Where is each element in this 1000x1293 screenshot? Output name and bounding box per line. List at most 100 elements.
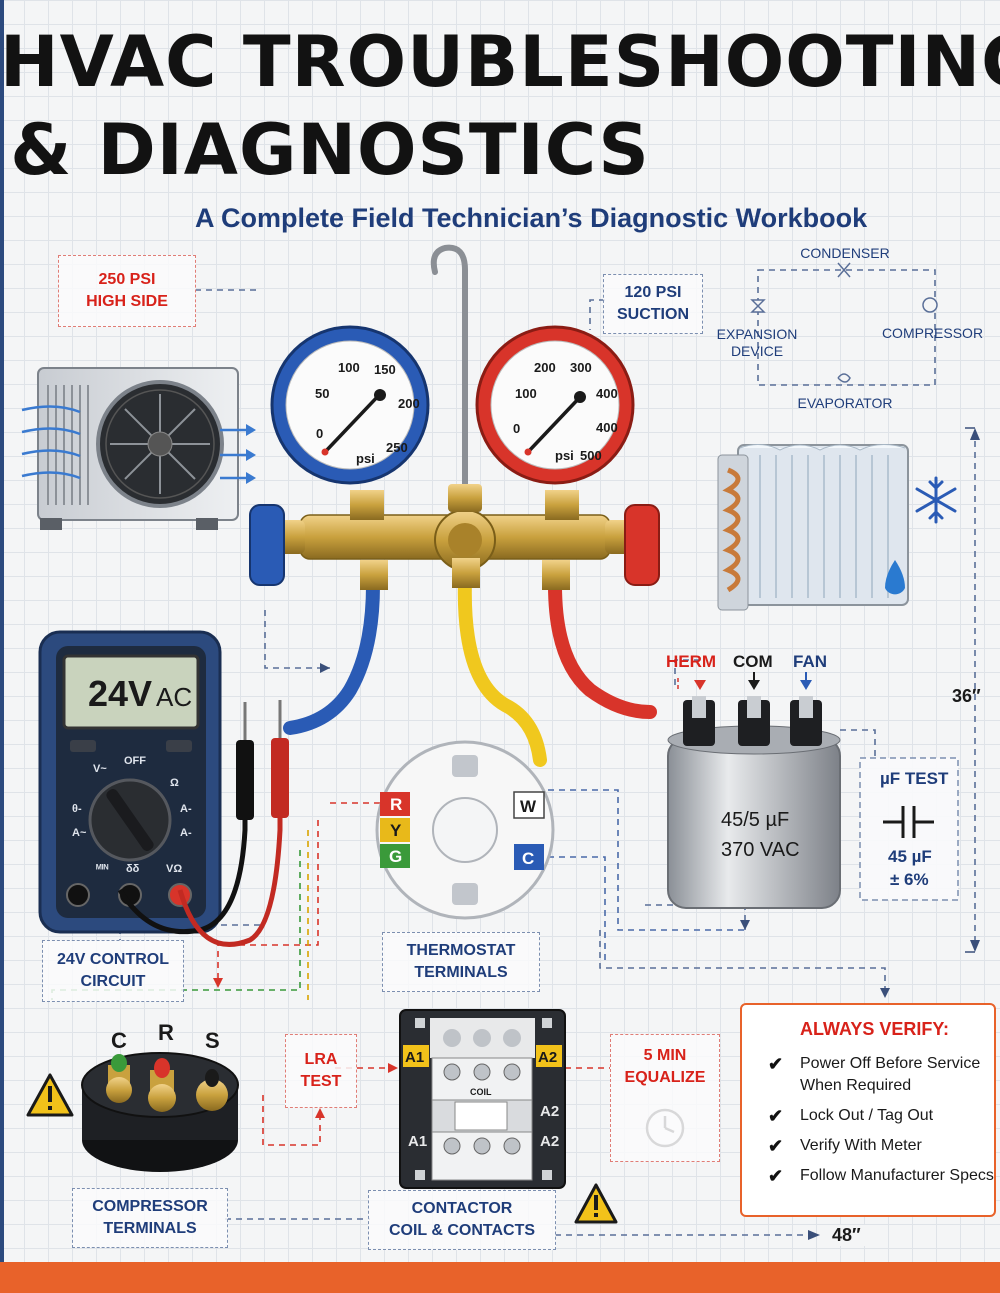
thermostat-callout: THERMOSTAT TERMINALS xyxy=(382,932,540,992)
contactor-labels: A1 A2 COIL A2 A2 A1 xyxy=(405,1049,559,1150)
check-icon: ✔ xyxy=(768,1166,784,1186)
width-dimension: 48″ xyxy=(828,1225,865,1246)
dial-label: OFF xyxy=(124,755,146,767)
capacitor-terminal-herm: HERM xyxy=(666,652,716,671)
low-gauge-tick: 0 xyxy=(316,426,323,441)
suction-line-1: 120 PSI xyxy=(624,284,682,301)
low-gauge-tick: 250 xyxy=(386,440,408,455)
contactor-line-2: COIL & CONTACTS xyxy=(388,1222,536,1239)
uf-test-value: 45 µF xyxy=(888,847,932,866)
cycle-expansion-device-label: EXPANSION DEVICE xyxy=(712,324,802,362)
check-icon: ✔ xyxy=(768,1106,784,1126)
compressor-terminal-c: C xyxy=(111,1028,127,1053)
lra-test-callout: LRA TEST xyxy=(285,1034,357,1108)
thermostat-line-1: THERMOSTAT xyxy=(406,942,516,959)
control-circuit-callout: 24V CONTROL CIRCUIT xyxy=(42,940,184,1002)
low-gauge-tick: 50 xyxy=(315,386,329,401)
dial-label: A- xyxy=(180,803,192,815)
contactor xyxy=(399,1009,566,1189)
evaporator-coil xyxy=(717,444,957,611)
high-gauge-tick: 300 xyxy=(570,360,592,375)
height-dimension: 36″ xyxy=(952,686,981,706)
high-gauge-tick: 400 xyxy=(596,386,618,401)
uf-test-box xyxy=(859,757,959,901)
bottom-accent-bar xyxy=(0,1262,1000,1293)
dial-label: VΩ xyxy=(166,863,182,875)
high-gauge-tick: 200 xyxy=(534,360,556,375)
contactor-a1: A1 xyxy=(405,1049,424,1066)
terminal-r: R xyxy=(390,795,402,814)
suction-callout: 120 PSI SUCTION xyxy=(603,274,703,334)
run-capacitor xyxy=(667,672,841,909)
high-side-line-1: 250 PSI xyxy=(98,271,156,288)
verify-item-text: Lock Out / Tag Out xyxy=(800,1107,934,1124)
high-side-callout: 250 PSI HIGH SIDE xyxy=(58,255,196,327)
equalize-line-2: EQUALIZE xyxy=(624,1069,706,1086)
warning-icon xyxy=(26,1073,74,1117)
capacitor-symbol-icon xyxy=(883,806,934,838)
contactor-line-1: CONTACTOR xyxy=(411,1200,513,1217)
refrigeration-cycle xyxy=(750,262,938,383)
contactor-a2: A2 xyxy=(538,1049,557,1066)
capacitor-terminal-com: COM xyxy=(733,652,773,671)
gauge-scales: 0 50 100 150 200 250 psi 0 100 200 300 4… xyxy=(315,360,618,466)
terminal-g: G xyxy=(389,847,402,866)
verify-list: ✔Power Off Before Service When Required … xyxy=(764,1053,996,1195)
compressor-terminal-r: R xyxy=(158,1020,174,1045)
snowflake-icon xyxy=(915,476,957,524)
compressor-terminal-block xyxy=(81,1052,239,1172)
low-gauge-unit: psi xyxy=(356,451,375,466)
control-circuit-line-2: CIRCUIT xyxy=(80,973,146,990)
thermostat-base xyxy=(375,740,555,920)
capacitor-terminal-fan: FAN xyxy=(793,652,827,671)
title-line-1: HVAC TROUBLESHOOTING xyxy=(0,21,1000,103)
high-gauge-tick: 100 xyxy=(515,386,537,401)
equalize-callout: 5 MIN EQUALIZE xyxy=(610,1034,720,1162)
uf-test-title: µF TEST xyxy=(880,769,949,788)
expansion-line-1: EXPANSION xyxy=(716,326,798,342)
dial-label: δδ xyxy=(126,863,140,875)
terminal-w: W xyxy=(520,797,537,816)
contactor-side-label: A1 xyxy=(408,1133,427,1150)
warning-icon xyxy=(574,1183,618,1224)
verify-item-text: Follow Manufacturer Specs xyxy=(800,1167,994,1184)
multimeter-display-unit: AC xyxy=(156,682,192,712)
terminal-y: Y xyxy=(390,821,402,840)
manifold-gauge-set xyxy=(249,244,660,767)
thermostat-line-2: TERMINALS xyxy=(414,964,508,981)
high-side-line-2: HIGH SIDE xyxy=(86,293,168,310)
dial-label: V~ xyxy=(93,763,107,775)
contactor-coil-label: COIL xyxy=(470,1087,492,1097)
compressor-line-2: TERMINALS xyxy=(103,1220,197,1237)
dial-label: ᴹᴵᴺ xyxy=(96,863,109,875)
low-gauge-tick: 150 xyxy=(374,362,396,377)
condenser-unit xyxy=(21,367,256,530)
left-border-rule xyxy=(0,0,4,1262)
dial-label: A~ xyxy=(72,827,87,839)
multimeter-display-value: 24V xyxy=(88,673,152,714)
cycle-condenser-label: CONDENSER xyxy=(800,245,890,261)
verify-item-text: Power Off Before Service When Required xyxy=(800,1055,981,1094)
check-icon: ✔ xyxy=(768,1054,784,1074)
capacitor-terminal-labels: HERM COM FAN xyxy=(666,652,827,671)
low-gauge-tick: 100 xyxy=(338,360,360,375)
cycle-evaporator-label: EVAPORATOR xyxy=(797,395,893,411)
suction-line-2: SUCTION xyxy=(617,306,689,323)
list-item: ✔ Follow Manufacturer Specs xyxy=(764,1165,996,1187)
verify-item-text: Verify With Meter xyxy=(800,1137,922,1154)
low-gauge-tick: 200 xyxy=(398,396,420,411)
compressor-line-1: COMPRESSOR xyxy=(92,1198,208,1215)
lra-line-2: TEST xyxy=(300,1073,342,1090)
high-gauge-tick: 0 xyxy=(513,421,520,436)
list-item: ✔Verify With Meter xyxy=(764,1135,996,1157)
uf-test-tolerance: ± 6% xyxy=(890,870,929,889)
multimeter xyxy=(38,630,289,947)
control-circuit-line-1: 24V CONTROL xyxy=(56,951,169,968)
dial-label: A- xyxy=(180,827,192,839)
high-gauge-tick: 400 xyxy=(596,420,618,435)
capacitor-rating: 45/5 µF xyxy=(721,809,789,831)
compressor-terminal-s: S xyxy=(205,1028,220,1053)
compressor-terminal-letters: C R S xyxy=(111,1020,220,1053)
